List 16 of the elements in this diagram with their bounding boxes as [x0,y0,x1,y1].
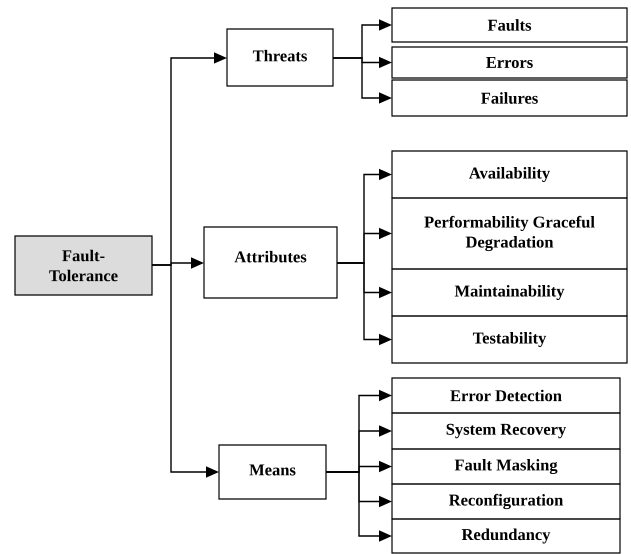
item-box: Errors [391,46,628,79]
item-box: Availability [391,150,628,199]
category-box: Attributes [203,226,338,299]
item-box: Testability [391,315,628,364]
item-box: Faults [391,7,628,43]
item-box: Error Detection [391,377,621,414]
item-box: Maintainability [391,268,628,317]
root-box: Fault- Tolerance [14,235,153,296]
item-box: Failures [391,79,628,117]
item-box: System Recovery [391,412,621,450]
item-box: Reconfiguration [391,483,621,520]
item-box: Fault Masking [391,448,621,485]
item-box: Performability Graceful Degradation [391,197,628,270]
item-box: Redundancy [391,518,621,554]
category-box: Means [218,444,327,500]
category-box: Threats [226,28,334,87]
